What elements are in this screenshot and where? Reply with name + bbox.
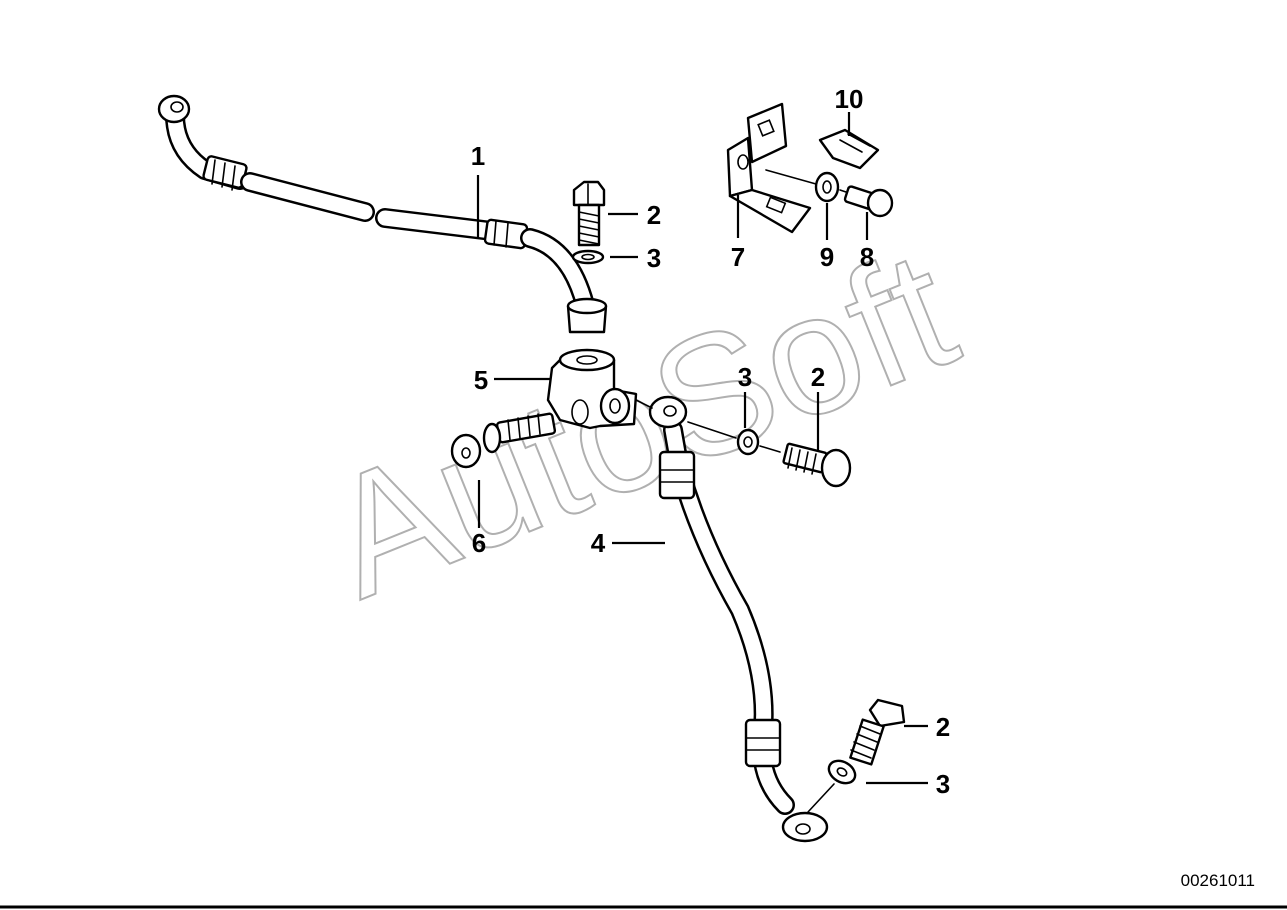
clip[interactable] — [818, 128, 880, 170]
seal-ring-bottom[interactable] — [825, 756, 859, 787]
watermark-text: AutoSoft — [303, 214, 979, 634]
distribution-piece[interactable] — [546, 348, 638, 430]
callout-10: 10 — [835, 84, 864, 114]
bolt-small[interactable] — [843, 185, 894, 218]
seal-ring-top[interactable] — [571, 249, 605, 265]
callout-3-bottom: 3 — [936, 769, 950, 799]
seal-ring-middle[interactable] — [736, 428, 760, 456]
leader-lines — [476, 112, 928, 785]
brake-line-upper[interactable] — [157, 94, 608, 334]
bracket[interactable] — [726, 102, 812, 234]
brake-hose-lower[interactable] — [648, 395, 829, 843]
callout-1: 1 — [471, 141, 485, 171]
callout-9: 9 — [820, 242, 834, 272]
callout-4: 4 — [591, 528, 606, 558]
drawing-number: 00261011 — [1181, 871, 1255, 890]
mounting-bolt[interactable] — [450, 412, 557, 469]
hollow-bolt-bottom[interactable] — [849, 698, 906, 766]
callout-7: 7 — [731, 242, 745, 272]
hollow-bolt-middle[interactable] — [782, 442, 852, 488]
callout-8: 8 — [860, 242, 874, 272]
hollow-bolt-top[interactable] — [572, 180, 606, 247]
callout-2-top: 2 — [647, 200, 661, 230]
callout-3-top: 3 — [647, 243, 661, 273]
callout-3-middle: 3 — [738, 362, 752, 392]
callout-2-bottom: 2 — [936, 712, 950, 742]
callout-6: 6 — [472, 528, 486, 558]
callout-5: 5 — [474, 365, 488, 395]
watermark: AutoSoft — [302, 213, 980, 635]
callouts: 1 2 3 10 7 9 8 5 3 2 6 4 2 3 — [471, 84, 950, 799]
washer[interactable] — [814, 171, 840, 203]
callout-2-middle: 2 — [811, 362, 825, 392]
